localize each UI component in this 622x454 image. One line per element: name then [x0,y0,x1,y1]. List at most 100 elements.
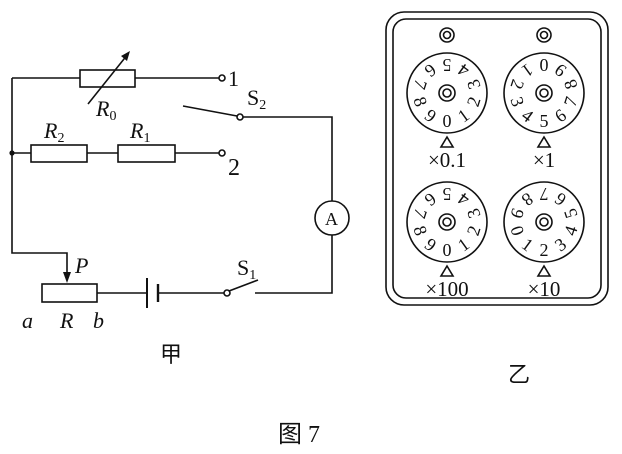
terminal-knob [439,27,455,43]
pointer-triangle-icon [439,264,455,277]
dial-knob[interactable] [535,213,553,231]
dial-digit: 1 [518,60,537,81]
dial-digit: 5 [443,184,452,204]
dial-face[interactable] [406,181,488,263]
switch-s1-pivot [223,289,231,297]
dial-knob[interactable] [442,88,452,98]
dial-digit: 7 [409,77,431,92]
dial-digit: 0 [506,223,528,238]
dial-knob[interactable] [438,213,456,231]
dial-digit: 2 [540,240,549,260]
dial-digit: 0 [443,240,452,260]
dial-digit: 2 [506,77,528,92]
figure-caption: 图 7 [278,422,320,448]
caption-jia: 甲 [160,342,182,367]
dial-multiplier-label: ×1 [533,148,555,172]
label-s2: S2 [247,85,266,113]
label-s1: S1 [237,255,256,283]
dial-digit: 9 [506,206,528,221]
dial-digit: 9 [551,60,570,81]
label-ammeter: A [325,209,338,229]
dial-digit: 7 [540,184,549,204]
dial-digit: 9 [421,234,440,255]
dial-digit: 9 [421,105,440,126]
dial-digit: 3 [506,94,528,109]
dial-knob[interactable] [442,217,452,227]
dial-digit: 1 [454,234,473,255]
dial-digit: 5 [560,206,582,221]
left-wire [11,78,68,280]
dial-face[interactable] [406,52,488,134]
box-inner [392,18,602,299]
terminal-2 [218,149,226,157]
switch-s1-blade [228,279,259,292]
label-r0: R0 [95,96,116,124]
dial-digit: 8 [560,77,582,92]
dial-digit: 8 [409,94,431,109]
dial-digit: 4 [518,105,537,126]
dial-multiplier-label: ×0.1 [428,148,466,172]
dial-digit: 6 [551,105,570,126]
dial-digit: 2 [463,94,485,109]
dial-multiplier-label: ×10 [528,277,561,301]
dial-digit: 5 [540,111,549,131]
dial-digit: 7 [409,206,431,221]
label-terminal-1: 1 [228,66,239,91]
label-rheostat-r: R [59,308,74,333]
dial-digit: 3 [551,234,570,255]
circuit-diagram: R0 R1 R2 1 2 S2 S1 A P a R b 甲 [9,51,350,367]
pointer-triangle-icon [439,135,455,148]
dial-digit: 6 [421,189,440,210]
dial-digit: 2 [463,223,485,238]
variable-arrow-line [87,53,129,105]
switch-s2-blade [182,105,238,117]
dial-face[interactable] [503,52,585,134]
label-r1: R1 [129,118,150,146]
terminal-1 [218,74,226,82]
label-terminal-2: 2 [228,155,240,181]
ammeter [314,200,350,236]
dial-digit: 4 [454,60,473,81]
slider-arrow-icon [63,272,71,283]
variable-arrow-icon [121,51,130,61]
dial-digit: 1 [518,234,537,255]
dial-knob[interactable] [535,84,553,102]
dial-digit: 6 [551,189,570,210]
dial-digit: 0 [540,55,549,75]
dial-digit: 7 [560,94,582,109]
dial-digit: 8 [518,189,537,210]
resistor-r2 [30,144,88,163]
dial-digit: 4 [454,189,473,210]
pointer-triangle-icon [536,135,552,148]
resistor-r1 [117,144,176,163]
switch-s2-pivot [236,113,244,121]
dial-digit: 0 [443,111,452,131]
dial-knob[interactable] [539,88,549,98]
label-r2: R2 [43,118,64,146]
terminal-knob [536,27,552,43]
rheostat-r [41,283,98,303]
label-end-a: a [22,308,33,333]
dial-face[interactable] [503,181,585,263]
dial-digit: 4 [560,223,582,238]
dial-digit: 1 [454,105,473,126]
right-wire [243,116,333,294]
label-end-b: b [93,308,104,333]
dial-digit: 6 [421,60,440,81]
dial-knob[interactable] [539,217,549,227]
dial-digit: 3 [463,77,485,92]
resistor-r0 [79,69,136,88]
dial-knob[interactable] [438,84,456,102]
dial-digit: 3 [463,206,485,221]
dial-digit: 8 [409,223,431,238]
label-slider-p: P [74,253,88,278]
caption-yi: 乙 [508,362,530,387]
box-outer [385,11,609,306]
pointer-triangle-icon [536,264,552,277]
